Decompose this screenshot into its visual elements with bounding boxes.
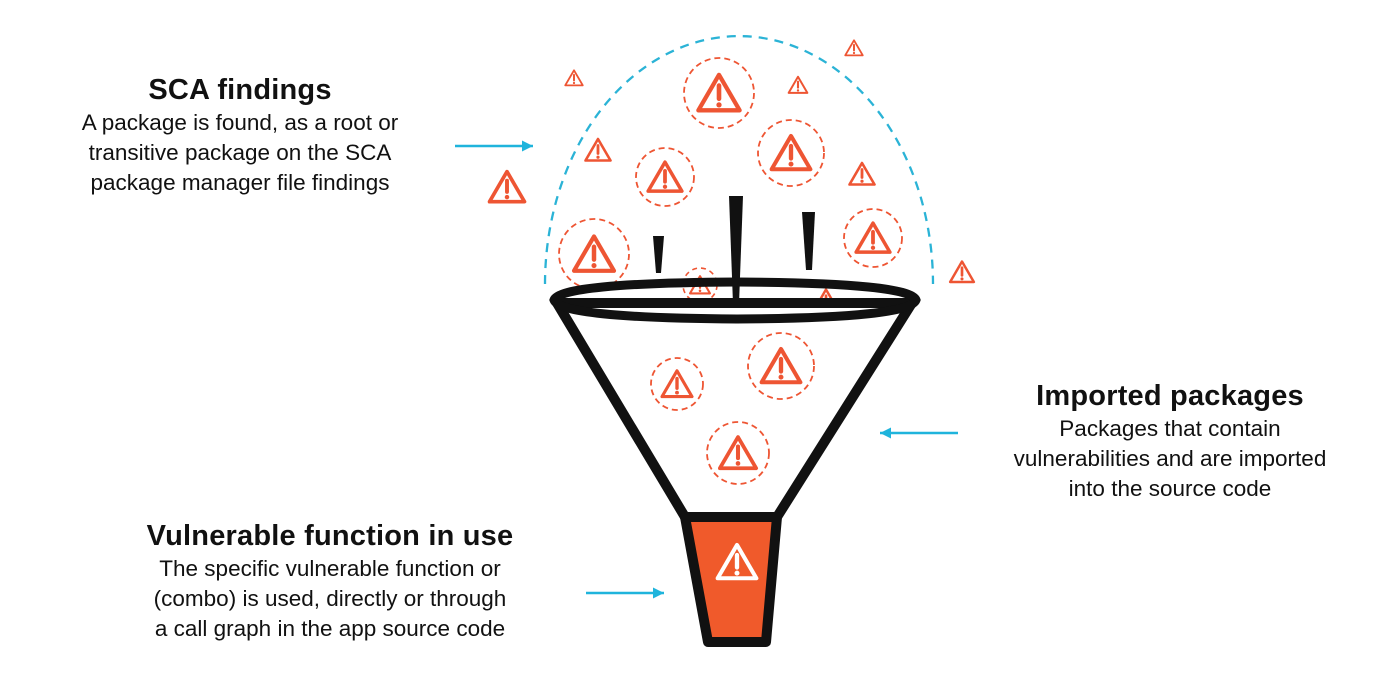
warning-triangle-icon — [564, 69, 584, 87]
warning-triangle-icon — [584, 137, 612, 162]
warning-triangle-icon — [844, 39, 864, 57]
sca-findings-title: SCA findings — [148, 74, 332, 106]
warning-triangle-icon — [487, 169, 527, 204]
arrow-icon — [453, 139, 535, 153]
warning-icon-ringed — [650, 357, 704, 411]
vulnerable-function-title: Vulnerable function in use — [146, 520, 514, 552]
warning-triangle-icon — [848, 161, 876, 186]
imported-packages-line-1: Packages that contain — [1059, 416, 1281, 441]
sca-findings-line-2: transitive package on the SCA — [88, 140, 392, 165]
warning-icons-inside — [650, 332, 815, 485]
warning-icon-ringed — [706, 421, 770, 485]
vulnerable-function-line-1: The specific vulnerable function or — [159, 556, 501, 581]
vulnerable-function-line-3: a call graph in the app source code — [154, 616, 506, 641]
sca-findings-arc — [543, 34, 935, 285]
imported-packages-label: Imported packages Packages that contain … — [940, 378, 1400, 504]
sca-findings-line-1: A package is found, as a root or — [81, 110, 399, 135]
warning-icon-ringed — [635, 147, 695, 207]
warning-icons-top — [487, 39, 976, 312]
imported-packages-title: Imported packages — [1036, 380, 1304, 412]
imported-packages-line-3: into the source code — [1068, 476, 1272, 501]
vulnerable-function-line-2: (combo) is used, directly or through — [153, 586, 507, 611]
funnel-icon — [549, 277, 921, 647]
warning-triangle-icon — [787, 75, 809, 94]
arrow-icon — [584, 586, 666, 600]
sca-findings-line-3: package manager file findings — [90, 170, 390, 195]
warning-icon-ringed — [843, 208, 903, 268]
sca-findings-label: SCA findings A package is found, as a ro… — [20, 72, 460, 198]
imported-packages-line-2: vulnerabilities and are imported — [1013, 446, 1327, 471]
warning-icon-ringed — [747, 332, 815, 400]
warning-triangle-icon — [948, 260, 976, 284]
warning-icon-ringed — [558, 218, 630, 290]
vulnerable-function-label: Vulnerable function in use The specific … — [100, 518, 560, 644]
warning-icon-ringed — [757, 119, 825, 187]
falling-marks — [653, 196, 815, 304]
warning-icon-ringed — [683, 57, 755, 129]
